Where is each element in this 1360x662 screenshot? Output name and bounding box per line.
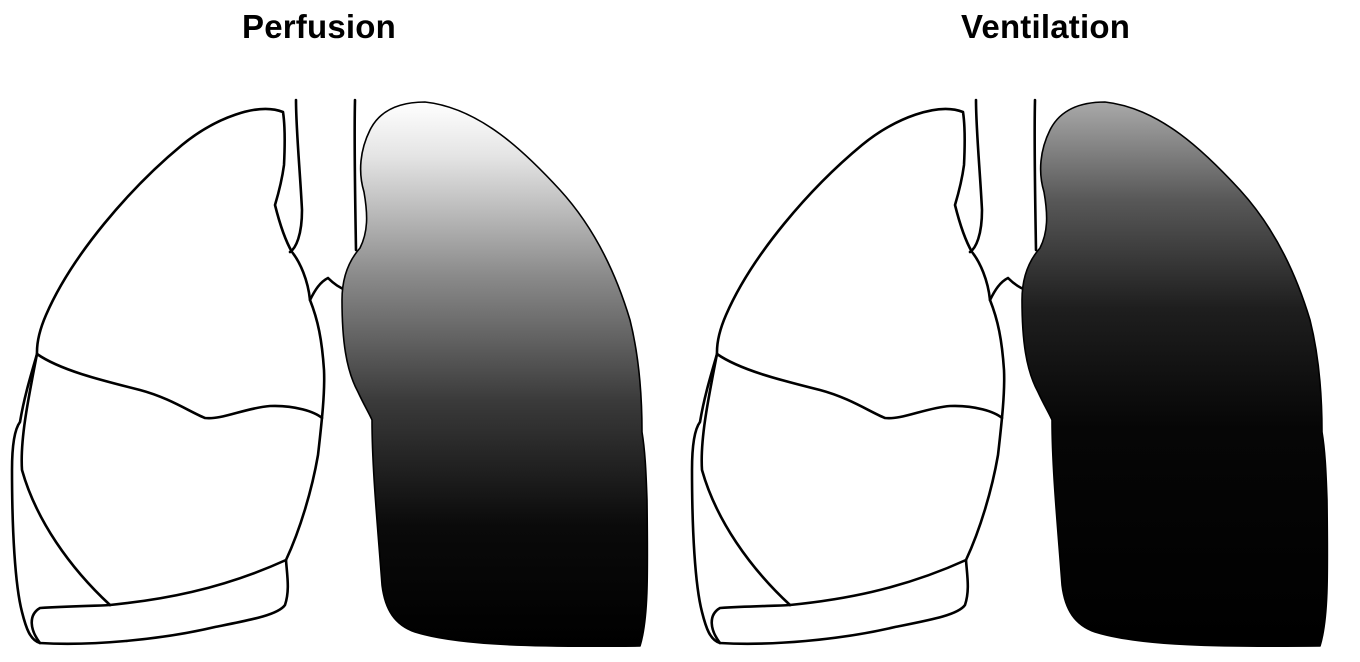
lungs-diagram	[0, 0, 680, 662]
ventilation-panel: Ventilation	[680, 0, 1360, 662]
trachea-left-wall	[1035, 100, 1036, 250]
carina-connector	[310, 278, 346, 300]
left-lung-shaded	[342, 102, 647, 646]
trachea-left-wall	[355, 100, 356, 250]
carina-connector	[990, 278, 1026, 300]
trachea-right-wall	[290, 100, 302, 252]
lungs-diagram	[680, 0, 1360, 662]
trachea-right-wall	[970, 100, 982, 252]
perfusion-panel: Perfusion	[0, 0, 680, 662]
left-lung-shaded	[1022, 102, 1327, 646]
